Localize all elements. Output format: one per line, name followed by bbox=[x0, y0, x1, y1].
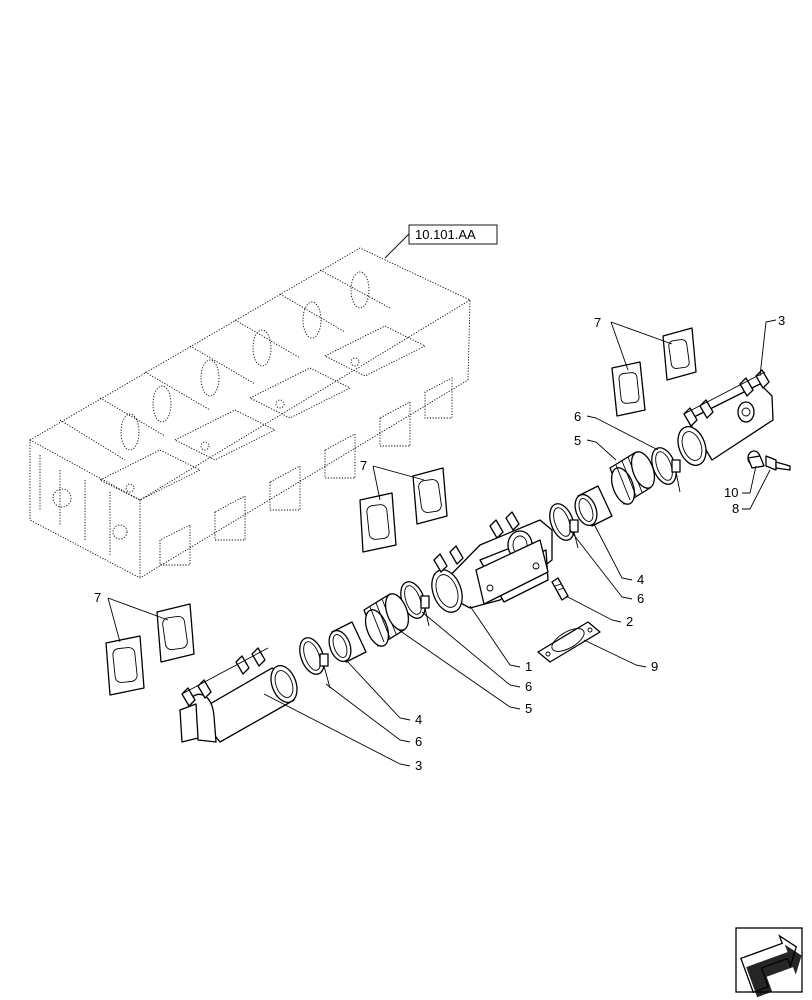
callout-1: 1 bbox=[525, 659, 532, 674]
callout-6: 6 bbox=[637, 591, 644, 606]
callout-4: 4 bbox=[637, 572, 644, 587]
callout-3: 3 bbox=[778, 313, 785, 328]
flange-gasket bbox=[537, 621, 601, 663]
hose-clamp bbox=[651, 447, 681, 493]
stud bbox=[551, 577, 569, 601]
gasket bbox=[611, 361, 646, 417]
gasket bbox=[359, 492, 397, 553]
callout-5: 5 bbox=[525, 701, 532, 716]
callout-3: 3 bbox=[415, 758, 422, 773]
callout-4: 4 bbox=[415, 712, 422, 727]
hose-clamp bbox=[549, 503, 579, 549]
callout-6: 6 bbox=[525, 679, 532, 694]
gasket bbox=[156, 603, 195, 663]
callout-5: 5 bbox=[574, 433, 581, 448]
callout-9: 9 bbox=[651, 659, 658, 674]
leader-lines bbox=[107, 319, 777, 767]
bellows-compensator bbox=[609, 451, 656, 505]
exhaust-manifold-end-right bbox=[677, 369, 774, 466]
callout-7: 7 bbox=[360, 458, 367, 473]
next-page-arrow-icon[interactable] bbox=[735, 927, 810, 998]
callouts: 7 3 6 5 10 8 7 4 6 2 7 9 1 6 5 4 6 3 bbox=[94, 313, 785, 773]
callout-2: 2 bbox=[626, 614, 633, 629]
cylinder-head bbox=[29, 247, 471, 579]
sleeve bbox=[328, 621, 367, 663]
reference-label: 10.101.AA bbox=[415, 227, 476, 242]
gasket bbox=[105, 635, 145, 696]
bolt bbox=[765, 455, 791, 471]
exhaust-manifold-end-left bbox=[179, 647, 298, 743]
callout-8: 8 bbox=[732, 501, 739, 516]
callout-10: 10 bbox=[724, 485, 738, 500]
gasket bbox=[412, 467, 448, 525]
callout-6: 6 bbox=[574, 409, 581, 424]
callout-7: 7 bbox=[594, 315, 601, 330]
sleeve bbox=[574, 485, 613, 527]
callout-6: 6 bbox=[415, 734, 422, 749]
callout-7: 7 bbox=[94, 590, 101, 605]
spacer bbox=[747, 450, 765, 469]
exhaust-manifold-center bbox=[431, 511, 553, 613]
hose-clamp bbox=[299, 637, 331, 689]
gasket bbox=[662, 327, 697, 381]
reference-box[interactable]: 10.101.AA bbox=[384, 224, 498, 259]
bellows-compensator bbox=[363, 593, 410, 647]
